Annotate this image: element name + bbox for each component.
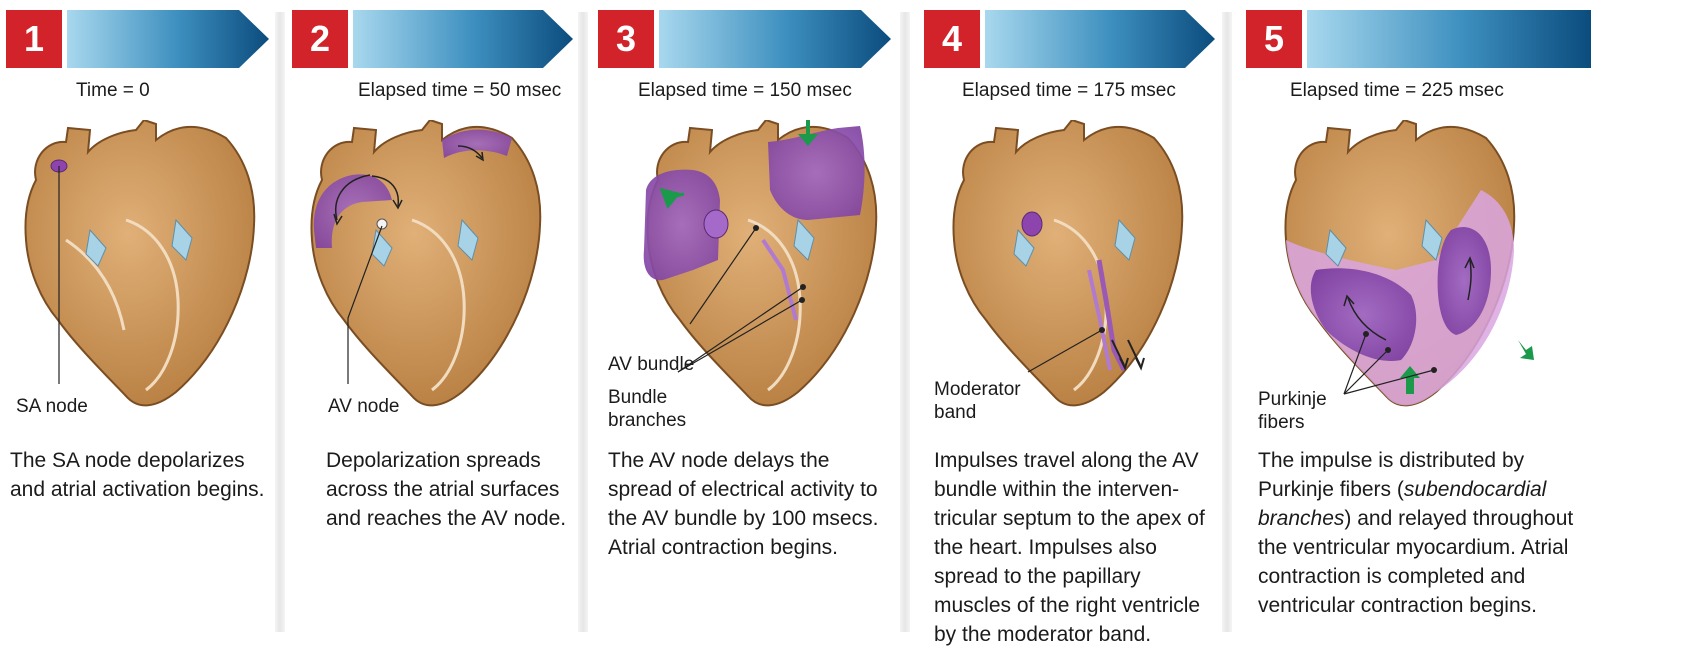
heart-illustration: [292, 120, 576, 420]
bundle-branches-label-line2: branches: [608, 409, 686, 432]
step-description: Depolarization spreads across the atrial…: [326, 446, 576, 533]
panel-step-1: 1 Time = 0 SA node The SA node depolariz…: [6, 0, 272, 652]
step-number-badge: 4: [924, 10, 980, 68]
panel-step-4: 4 Elapsed time = 175 msec Moderator band…: [924, 0, 1220, 652]
panel-separator: [900, 12, 910, 632]
step-banner-arrow: [67, 10, 269, 68]
sa-node-label: SA node: [16, 395, 88, 418]
purkinje-fibers-label-line2: fibers: [1258, 411, 1304, 434]
heart-illustration: [6, 120, 272, 420]
panel-step-2: 2 Elapsed time = 50 msec AV node Depolar…: [292, 0, 576, 652]
heart-illustration: [924, 120, 1220, 420]
panel-step-5: 5 Elapsed time = 225 msec Purkinje fiber…: [1246, 0, 1694, 652]
panel-separator: [1222, 12, 1232, 632]
panel-separator: [275, 12, 285, 632]
step-description: Impulses travel along the AV bundle with…: [934, 446, 1218, 649]
elapsed-time-label: Elapsed time = 150 msec: [638, 80, 852, 102]
elapsed-time-label: Time = 0: [76, 80, 150, 102]
step-description: The impulse is distributed by Purkinje f…: [1258, 446, 1578, 620]
step-description: The AV node delays the spread of electri…: [608, 446, 888, 562]
av-bundle-label: AV bundle: [608, 353, 694, 376]
heart-illustration: [1246, 120, 1576, 420]
step-banner-arrow: [985, 10, 1215, 68]
moderator-band-label-line1: Moderator: [934, 378, 1021, 401]
bundle-branches-label-line1: Bundle: [608, 386, 667, 409]
step-number-badge: 5: [1246, 10, 1302, 68]
elapsed-time-label: Elapsed time = 225 msec: [1290, 80, 1504, 102]
step-banner-arrow: [353, 10, 573, 68]
av-node-label: AV node: [328, 395, 399, 418]
step-description: The SA node depolarizes and atrial activ…: [10, 446, 272, 504]
elapsed-time-label: Elapsed time = 175 msec: [962, 80, 1176, 102]
moderator-band-label-line2: band: [934, 401, 976, 424]
step-number-badge: 1: [6, 10, 62, 68]
panel-step-3: 3 Elapsed time = 150 msec AV bundle Bund…: [598, 0, 898, 652]
step-number-badge: 3: [598, 10, 654, 68]
purkinje-fibers-label-line1: Purkinje: [1258, 388, 1327, 411]
panel-separator: [578, 12, 588, 632]
step-number-badge: 2: [292, 10, 348, 68]
step-banner-bar: [1307, 10, 1591, 68]
elapsed-time-label: Elapsed time = 50 msec: [358, 80, 561, 102]
step-banner-arrow: [659, 10, 891, 68]
